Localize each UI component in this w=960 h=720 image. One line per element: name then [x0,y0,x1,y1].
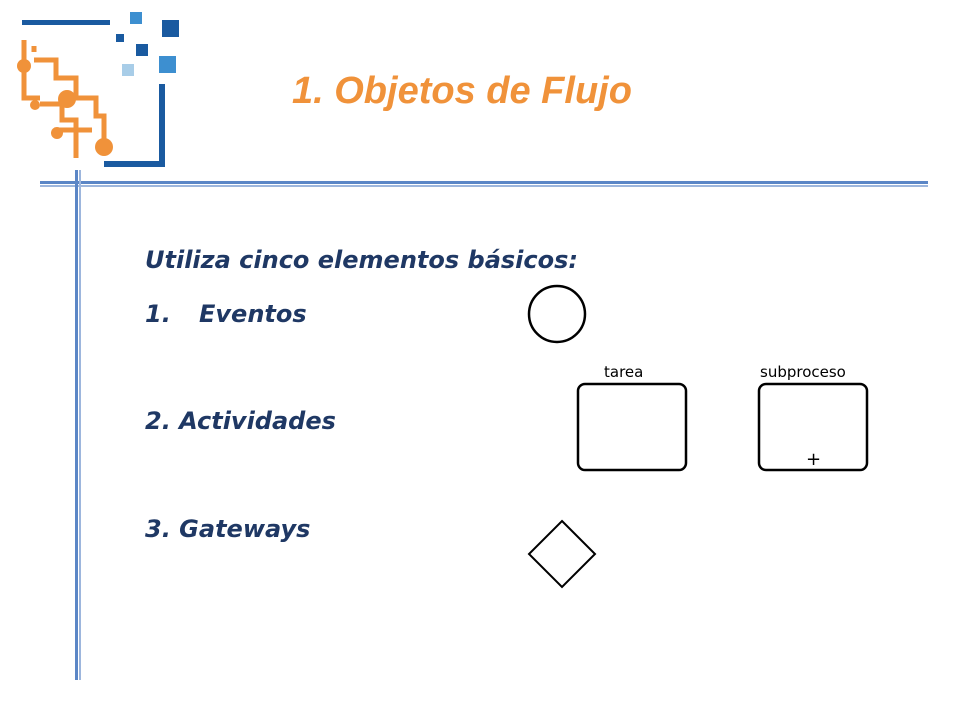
list-item-label: Eventos [199,300,307,328]
bpmn-gateway-diamond-icon [527,519,597,589]
text-overlap-mask [506,269,604,277]
list-item-number: 1. [145,300,171,328]
task-label: tarea [604,363,644,381]
vertical-rule [75,170,81,680]
corporate-logo-icon [17,12,179,167]
list-item-eventos: 1. Eventos [145,299,307,329]
list-item-actividades: 2. Actividades [145,407,336,435]
bpmn-event-circle-icon [527,284,587,344]
bpmn-subprocess-icon [757,382,869,472]
bpmn-task-icon [576,382,688,472]
subprocess-marker: + [806,449,822,470]
slide-title: 1. Objetos de Flujo [292,70,632,112]
horizontal-rule [40,181,928,187]
subprocess-label: subproceso [760,363,846,381]
intro-text: Utiliza cinco elementos básicos: [145,246,579,274]
list-item-gateways: 3. Gateways [145,515,311,543]
